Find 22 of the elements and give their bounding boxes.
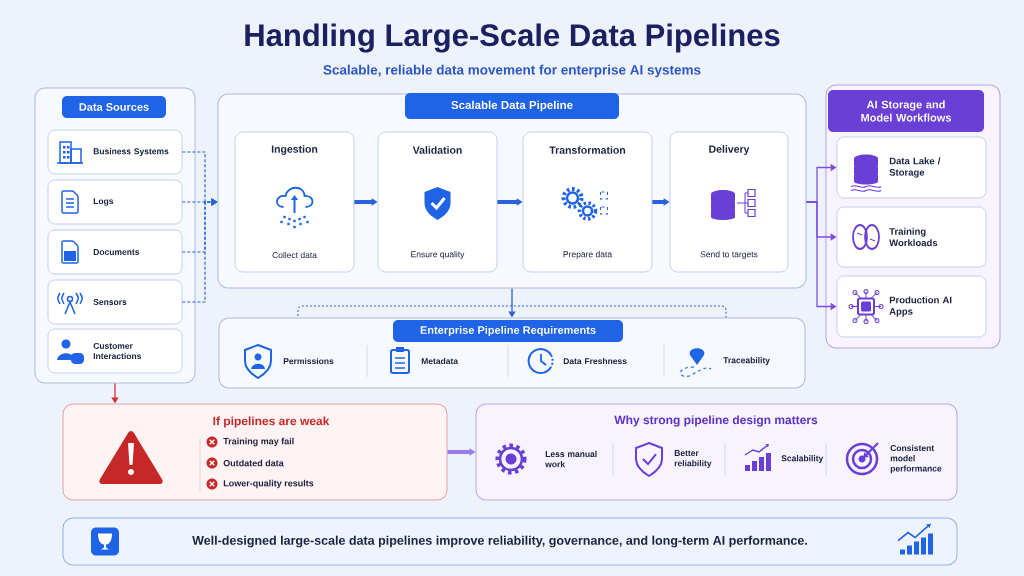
source-card: Logs [47, 179, 183, 225]
source-card: Documents [47, 229, 183, 275]
stage-card: Delivery Send to targets [669, 131, 789, 273]
heading-pill: Scalable Data Pipeline [405, 93, 619, 119]
storage-card: Training Workloads [836, 206, 987, 268]
heading-pill: AI Storage and Model Workflows [828, 90, 984, 132]
storage-card: Data Lake / Storage [836, 136, 987, 199]
source-card: Customer Interactions [47, 328, 183, 374]
requirements-panel: Enterprise Pipeline Requirements Permissions Metadata Data Freshness Traceability [218, 317, 806, 389]
subtitle: Scalable, reliable data movement for enterprise AI systems [323, 64, 701, 78]
title: Handling Large-Scale Data Pipelines [245, 23, 780, 53]
summary-banner: Well-designed large-scale data pipelines improve reliability, governance, and long-term AI performance. [62, 517, 958, 566]
source-card: Sensors [47, 279, 183, 325]
stage-card: Transformation Prepare data [522, 131, 653, 273]
storage-card: Production AI Apps [836, 275, 987, 338]
heading-pill: Enterprise Pipeline Requirements [393, 320, 623, 342]
stage-card: Validation Ensure quality [377, 131, 498, 273]
heading-pill: Data Sources [62, 96, 166, 118]
stage-card: Ingestion Collect data [234, 131, 355, 273]
benefits-panel: Why strong pipeline design matters Less manual work Better reliability Scalability Consistent model performance [475, 403, 958, 501]
warning-panel: If pipelines are weak Training may fail Outdated data Lower-quality results [62, 403, 448, 501]
source-card: Business Systems [47, 129, 183, 175]
